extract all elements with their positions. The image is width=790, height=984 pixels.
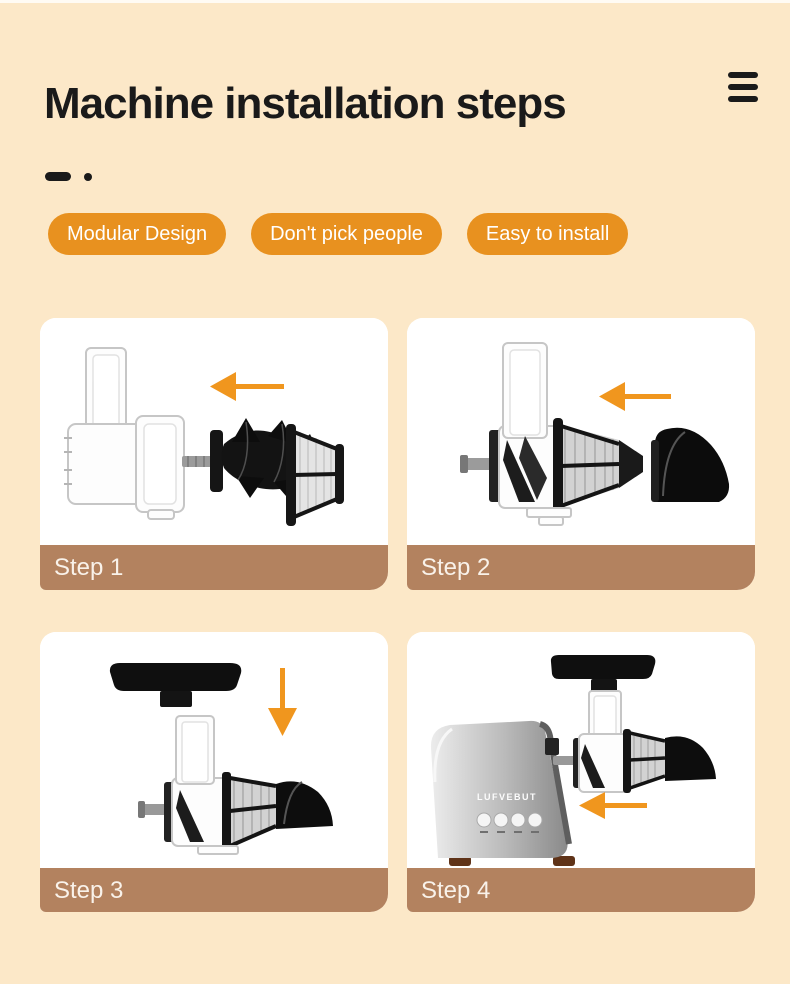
step-label: Step 3 — [54, 876, 124, 904]
page-title: Machine installation steps — [44, 79, 567, 128]
title-accent — [45, 172, 92, 181]
strainer-cone — [286, 424, 344, 526]
end-cap — [651, 427, 730, 502]
step-card-2: Step 2 — [407, 318, 755, 590]
arrow-left-icon — [599, 382, 671, 411]
steps-grid: Step 1 — [40, 318, 755, 912]
base-foot — [553, 856, 575, 866]
drive-coupling — [545, 738, 559, 755]
step-card-1: Step 1 — [40, 318, 388, 590]
step-card-4: LUFVEBUT — [407, 632, 755, 912]
motor-base: LUFVEBUT — [430, 720, 575, 866]
badge-dont-pick-people: Don't pick people — [251, 213, 442, 255]
feature-badges: Modular Design Don't pick people Easy to… — [48, 213, 629, 255]
assembled-attachment — [138, 715, 333, 855]
hopper-tray — [109, 663, 242, 707]
step3-hopper-illustration — [109, 663, 333, 855]
step4-image: LUFVEBUT — [407, 632, 755, 868]
step-label: Step 2 — [421, 553, 491, 581]
accent-dash — [45, 172, 71, 181]
brand-label: LUFVEBUT — [477, 792, 537, 802]
step-label-bar: Step 3 — [40, 868, 388, 912]
step3-image — [40, 632, 388, 868]
step-label-bar: Step 2 — [407, 545, 755, 590]
power-buttons — [476, 812, 543, 833]
arrow-down-icon — [268, 668, 297, 736]
step1-image — [40, 318, 388, 545]
step-label-bar: Step 1 — [40, 545, 388, 590]
juicing-chamber — [64, 347, 185, 520]
step1-exploded-parts-illustration — [64, 347, 344, 526]
step-label: Step 4 — [421, 876, 491, 904]
top-edge-highlight — [0, 0, 790, 3]
arrow-left-icon — [579, 792, 647, 819]
badge-modular-design: Modular Design — [48, 213, 227, 255]
base-foot — [449, 856, 471, 866]
step4-motor-base-illustration: LUFVEBUT — [430, 655, 716, 866]
assembled-chamber — [460, 342, 643, 526]
badge-easy-to-install: Easy to install — [466, 213, 629, 255]
step-label: Step 1 — [54, 553, 124, 581]
step-card-3: Step 3 — [40, 632, 388, 912]
hamburger-menu-icon[interactable] — [728, 72, 758, 102]
assembled-attachment — [550, 655, 716, 793]
step-label-bar: Step 4 — [407, 868, 755, 912]
step2-assembly-illustration — [460, 342, 730, 526]
accent-dot — [84, 172, 92, 181]
arrow-left-icon — [210, 372, 284, 401]
step2-image — [407, 318, 755, 545]
